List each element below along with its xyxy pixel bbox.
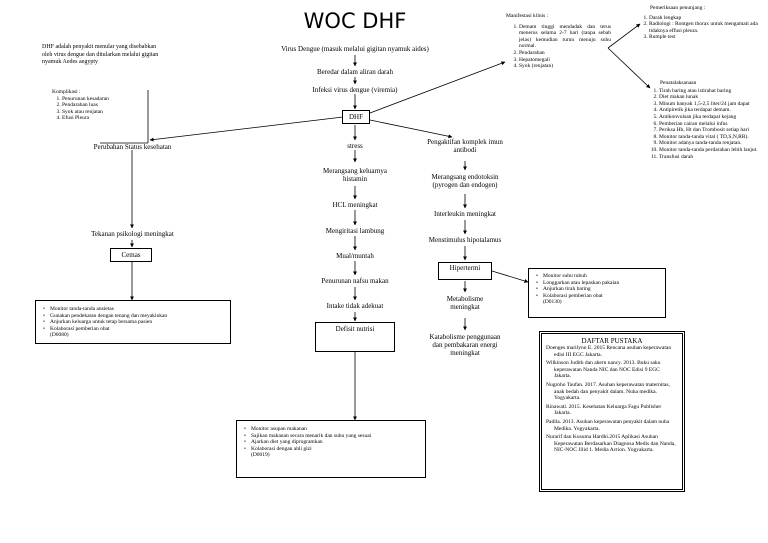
list-item: Monitor tanda-tanda ansietas: [43, 306, 226, 313]
list-item: Periksa Hb, Ht dan Trombosit setiap hari: [659, 127, 760, 134]
list-item: Syok (renjatan): [519, 63, 611, 70]
definition-text: DHF adalah penyakit menular yang disebab…: [42, 44, 159, 65]
list-item: Monitor asupan makanan: [244, 426, 421, 433]
reference-item: Nugroho Taufan. 2017. Asuhan keperawatan…: [546, 381, 670, 402]
node-katabolisme-l2: dan pembakaran energi: [432, 341, 498, 349]
daftar-pustaka-heading: DAFTAR PUSTAKA: [581, 337, 643, 345]
node-dhf: DHF: [342, 110, 370, 124]
intervensi-nutrisi-code: (D0019): [251, 452, 270, 459]
node-pengaktifan: Pengaktifan komplek imun antibodi: [405, 138, 525, 154]
node-katabolisme: Katabolisme penggunaan dan pembakaran en…: [400, 333, 530, 357]
list-item: Kolaborasi dengan ahli gizi: [244, 446, 421, 453]
node-infeksi: Infeksi virus dengue (viremia): [312, 86, 398, 94]
list-item: Minum banyak 1,5-2,5 liter/24 jam dapat: [659, 101, 760, 108]
intervensi-hipertermi-box: Monitor suhu tubuh Longgarkan atau lepas…: [528, 268, 666, 318]
node-katabolisme-l1: Katabolisme penggunaan: [429, 333, 501, 341]
intervensi-nutrisi-list: Monitor asupan makanan Sajikan makanan s…: [241, 426, 421, 452]
node-pengaktifan-l2: antibodi: [453, 146, 477, 154]
node-katabolisme-l3: meningkat: [450, 349, 480, 357]
intervensi-cemas-box: Monitor tanda-tanda ansietas Gunakan pen…: [35, 300, 231, 344]
pemeriksaan-list: Darah lengkap Radiologi : Rontgen thorax…: [649, 15, 758, 41]
node-defisit: Defisit nutrisi: [315, 322, 395, 352]
node-beredar: Beredar dalam aliran darah: [317, 68, 393, 76]
list-item: Rumple test: [649, 34, 758, 41]
intervensi-hipertermi-code: (D0130): [543, 299, 562, 306]
list-item: Demam tinggi mendadak dan terus menerus …: [519, 24, 611, 50]
komplikasi-block: Komplikasi : Penurunan kesadaran Pendara…: [52, 89, 152, 122]
node-hipotalamus: Menstimulus hipotalamus: [428, 236, 502, 244]
penatalaksanaan-list: Tirah baring atau istirahat baring Diet …: [659, 88, 760, 161]
reference-item: Nurarif dan Kusuma Hardhi.2015 Aplikasi …: [546, 434, 676, 454]
list-item: Monitor tanda-tanda vital ( TD,S,N,RR).: [659, 134, 760, 141]
manifestasi-list: Demam tinggi mendadak dan terus menerus …: [519, 24, 611, 70]
daftar-pustaka-box: DAFTAR PUSTAKA Doenges marilynn E. 2015 …: [539, 331, 685, 492]
list-item: Hepatomegali: [519, 57, 611, 64]
node-merangsang-l1: Merangsang keluarnya: [323, 167, 387, 175]
list-item: Penurunan kesadaran: [62, 96, 152, 103]
list-item: Pendarahan luas: [62, 102, 152, 109]
manifestasi-block: Manifestasi klinis : Demam tinggi mendad…: [506, 13, 611, 70]
list-item: Monitor suhu tubuh: [536, 273, 661, 280]
list-item: Syok atau renjatan: [62, 109, 152, 116]
intervensi-cemas-code: (D0080): [50, 332, 69, 339]
list-item: Darah lengkap: [649, 15, 758, 22]
list-item: Diet makan lunak: [659, 94, 760, 101]
list-item: Monitor adanya tanda-tanda renjatan.: [659, 140, 760, 147]
node-perubahan: Perubahan Status kesehatan: [93, 143, 172, 151]
node-cemas: Cemas: [110, 248, 152, 262]
list-item: Sajikan makanan secara menarik dan suhu …: [244, 433, 421, 440]
pemeriksaan-block: Pemeriksaan penunjang : Darah lengkap Ra…: [640, 5, 758, 41]
node-stress: stress: [347, 142, 363, 150]
node-metabolisme-l1: Metabolisme: [446, 295, 484, 303]
reference-item: Rinawati. 2015. Kesehatan Keluarga Fagu …: [546, 403, 662, 417]
node-hcl: HCL meningkat: [332, 201, 378, 209]
node-endotoksin-l1: Merangsang endotoksin: [431, 173, 499, 181]
node-intake: Intake tidak adekuat: [326, 302, 384, 310]
node-penurunan: Penurunan nafsu makan: [321, 277, 389, 285]
reference-item: Padila. 2013. Asuhan keperawatan penyaki…: [546, 418, 670, 432]
intervensi-hipertermi-list: Monitor suhu tubuh Longgarkan atau lepas…: [533, 273, 661, 299]
list-item: Pemberian cairan melalui infus: [659, 121, 760, 128]
pemeriksaan-heading: Pemeriksaan penunjang :: [650, 5, 706, 11]
list-item: Kolaborasi pemberian obat: [536, 293, 661, 300]
intervensi-cemas-list: Monitor tanda-tanda ansietas Gunakan pen…: [40, 306, 226, 332]
list-item: Ajarkan diet yang diprogramkan: [244, 439, 421, 446]
list-item: Antipiretik jika terdapat demam.: [659, 107, 760, 114]
node-virus: Virus Dengue (masuk melalui gigitan nyam…: [281, 45, 429, 53]
node-iritasi: Mengiritasi lambung: [325, 227, 385, 235]
list-item: Monitor tanda-tanda perdarahan lebih lan…: [659, 147, 760, 154]
node-metabolisme-l2: meningkat: [450, 303, 480, 311]
list-item: Longgarkan atau lepaskan pakaian: [536, 280, 661, 287]
penatalaksanaan-block: Penatalaksanaan Tirah baring atau istira…: [648, 80, 760, 160]
reference-item: Wilkinson Judith dan ahern nancy. 2013. …: [546, 360, 661, 380]
list-item: Transfusi darah: [659, 154, 760, 161]
node-metabolisme: Metabolisme meningkat: [405, 295, 525, 311]
reference-item: Doenges marilynn E. 2015 Rencana asuhan …: [546, 345, 672, 358]
node-merangsang: Merangsang keluarnya histamin: [300, 167, 410, 183]
node-pengaktifan-l1: Pengaktifan komplek imun: [427, 138, 503, 146]
list-item: Efusi Pleura: [62, 115, 152, 122]
komplikasi-heading: Komplikasi :: [52, 89, 81, 95]
node-endotoksin: Merangsang endotoksin (pyrogen dan endog…: [405, 173, 525, 189]
list-item: Gunakan pendekatan dengan tenang dan mey…: [43, 313, 226, 320]
list-item: Anjurkan keluarga untuk tetap bersama pa…: [43, 319, 226, 326]
list-item: Pendarahan: [519, 50, 611, 57]
page-title: WOC DHF: [303, 9, 407, 33]
penatalaksanaan-heading: Penatalaksanaan: [660, 80, 697, 86]
node-hipertermi: Hipertermi: [438, 262, 492, 280]
list-item: Antikonvulsan jika terdapat kejang: [659, 114, 760, 121]
node-endotoksin-l2: (pyrogen dan endogen): [432, 181, 498, 189]
node-tekanan: Tekanan psikologi meningkat: [91, 230, 174, 238]
node-merangsang-l2: histamin: [342, 175, 368, 183]
intervensi-nutrisi-box: Monitor asupan makanan Sajikan makanan s…: [236, 420, 426, 478]
node-mual: Mual/muntah: [336, 252, 374, 260]
node-interleukin: Interleukin meningkat: [433, 210, 496, 218]
list-item: Anjurkan tirah baring: [536, 286, 661, 293]
list-item: Kolaborasi pemberian obat: [43, 326, 226, 333]
list-item: Radiologi : Rontgen thorax untuk mengama…: [649, 21, 758, 34]
manifestasi-heading: Manifestasi klinis :: [506, 13, 549, 19]
komplikasi-list: Penurunan kesadaran Pendarahan luas Syok…: [62, 96, 152, 122]
list-item: Tirah baring atau istirahat baring: [659, 88, 760, 95]
